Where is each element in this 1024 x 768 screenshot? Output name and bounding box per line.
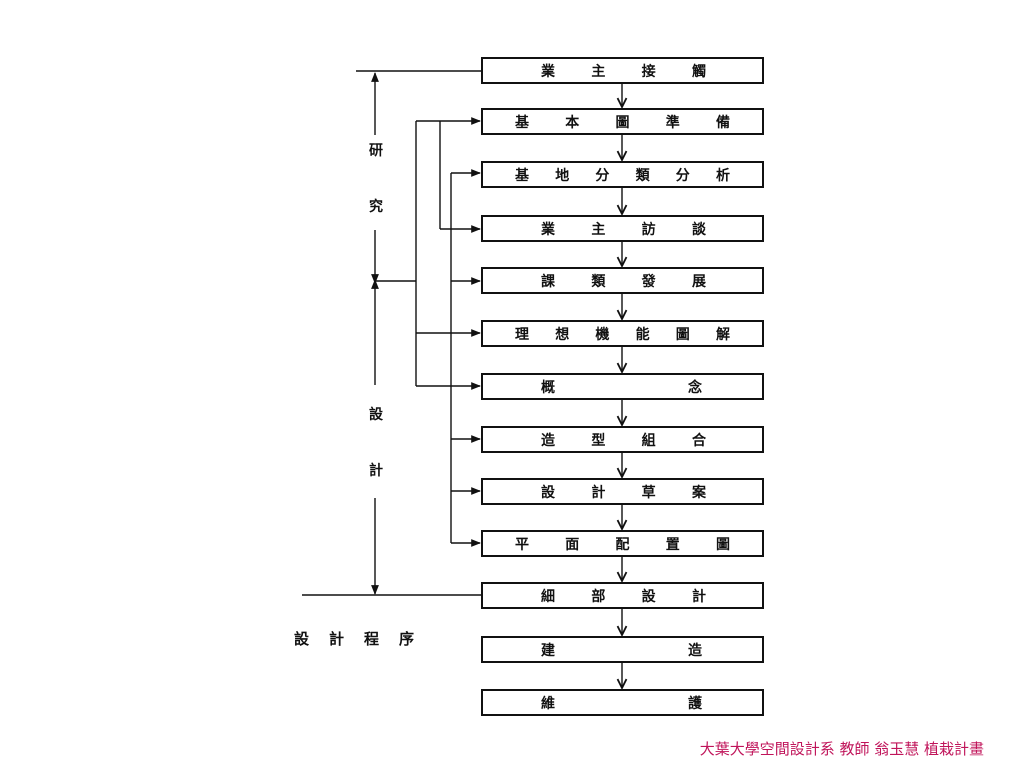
step-box-7: 概念 xyxy=(481,373,764,400)
step-char: 主 xyxy=(591,221,606,238)
step-char: 設 xyxy=(641,588,656,605)
step-char: 本 xyxy=(565,114,580,131)
step-box-5: 課類發展 xyxy=(481,267,764,294)
step-box-6: 理想機能圖解 xyxy=(481,320,764,347)
step-char: 能 xyxy=(635,326,650,343)
step-label-3: 基地分類分析 xyxy=(483,163,762,186)
step-label-12: 建造 xyxy=(483,638,762,661)
phase-char: 究 xyxy=(369,199,383,215)
step-box-11: 細部設計 xyxy=(481,582,764,609)
step-char: 念 xyxy=(688,379,702,396)
step-char: 觸 xyxy=(691,63,706,80)
step-char: 接 xyxy=(641,63,656,80)
step-char: 概 xyxy=(541,379,555,396)
step-box-10: 平面配置圖 xyxy=(481,530,764,557)
title-char: 計 xyxy=(329,630,345,648)
step-char: 組 xyxy=(641,432,656,449)
step-char: 準 xyxy=(665,114,680,131)
step-char: 機 xyxy=(595,326,610,343)
step-label-8: 造型組合 xyxy=(483,428,762,451)
step-label-2: 基本圖準備 xyxy=(483,110,762,133)
step-box-3: 基地分類分析 xyxy=(481,161,764,188)
step-box-2: 基本圖準備 xyxy=(481,108,764,135)
title-char: 設 xyxy=(294,630,310,648)
phase-label-design: 設計 xyxy=(366,404,386,480)
step-char: 地 xyxy=(555,167,570,184)
step-char: 分 xyxy=(595,167,610,184)
step-char: 造 xyxy=(541,432,555,449)
step-char: 護 xyxy=(688,695,702,712)
step-char: 基 xyxy=(515,114,529,131)
step-box-1: 業主接觸 xyxy=(481,57,764,84)
step-char: 備 xyxy=(716,114,730,131)
title-char: 程 xyxy=(364,630,380,648)
step-char: 析 xyxy=(715,167,730,184)
step-char: 業 xyxy=(541,63,555,80)
step-label-11: 細部設計 xyxy=(483,584,762,607)
step-char: 類 xyxy=(635,167,650,184)
footer-credit: 大葉大學空間設計系 教師 翁玉慧 植栽計畫 xyxy=(699,740,984,758)
step-char: 型 xyxy=(591,432,606,449)
step-char: 造 xyxy=(688,642,702,659)
step-char: 案 xyxy=(691,484,706,501)
step-label-5: 課類發展 xyxy=(483,269,762,292)
step-char: 課 xyxy=(541,273,555,290)
phase-char: 計 xyxy=(369,463,383,479)
step-char: 設 xyxy=(541,484,555,501)
step-char: 平 xyxy=(515,536,529,553)
step-char: 發 xyxy=(641,273,656,290)
step-label-6: 理想機能圖解 xyxy=(483,322,762,345)
step-char: 維 xyxy=(541,695,555,712)
step-char: 圖 xyxy=(716,536,730,553)
step-box-13: 維護 xyxy=(481,689,764,716)
step-char: 配 xyxy=(615,536,630,553)
step-char: 展 xyxy=(691,273,706,290)
step-char: 談 xyxy=(691,221,706,238)
phase-char: 研 xyxy=(369,143,383,159)
step-char: 理 xyxy=(515,326,529,343)
step-char: 圖 xyxy=(615,114,630,131)
step-char: 合 xyxy=(691,432,706,449)
step-char: 基 xyxy=(515,167,529,184)
process-title: 設計程序 xyxy=(294,628,434,649)
step-char: 細 xyxy=(541,588,555,605)
step-label-7: 概念 xyxy=(483,375,762,398)
step-box-8: 造型組合 xyxy=(481,426,764,453)
step-char: 置 xyxy=(665,536,680,553)
step-label-10: 平面配置圖 xyxy=(483,532,762,555)
step-char: 主 xyxy=(591,63,606,80)
step-char: 業 xyxy=(541,221,555,238)
step-char: 計 xyxy=(591,484,606,501)
step-box-4: 業主訪談 xyxy=(481,215,764,242)
step-label-4: 業主訪談 xyxy=(483,217,762,240)
step-label-9: 設計草案 xyxy=(483,480,762,503)
step-char: 解 xyxy=(715,326,730,343)
step-char: 面 xyxy=(565,536,580,553)
title-char: 序 xyxy=(399,630,415,648)
step-box-12: 建造 xyxy=(481,636,764,663)
phase-char: 設 xyxy=(369,407,383,423)
step-char: 部 xyxy=(591,588,606,605)
step-label-1: 業主接觸 xyxy=(483,59,762,82)
step-char: 想 xyxy=(555,326,570,343)
step-char: 草 xyxy=(641,484,656,501)
step-char: 計 xyxy=(691,588,706,605)
step-char: 建 xyxy=(541,642,555,659)
phase-label-research: 研究 xyxy=(366,140,386,216)
step-char: 圖 xyxy=(675,326,690,343)
step-char: 類 xyxy=(591,273,606,290)
step-box-9: 設計草案 xyxy=(481,478,764,505)
step-char: 分 xyxy=(675,167,690,184)
step-char: 訪 xyxy=(641,221,656,238)
step-label-13: 維護 xyxy=(483,691,762,714)
